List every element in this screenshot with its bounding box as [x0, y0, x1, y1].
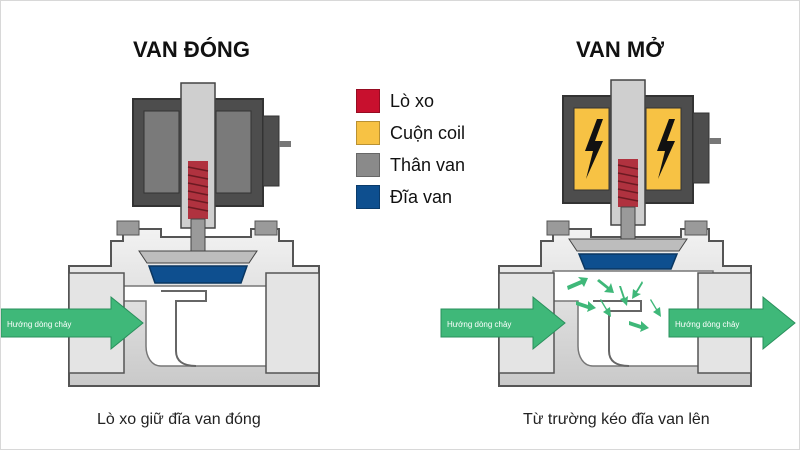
legend-label-spring: Lò xo — [390, 90, 435, 111]
open-valve-connector — [692, 112, 710, 184]
closed-valve-title: VAN ĐÓNG — [133, 37, 250, 62]
lightning-icon — [585, 119, 603, 179]
open-valve-inlet-flow-arrow: Hướng dòng chảy — [440, 295, 566, 351]
closed-valve-disc — [147, 265, 249, 284]
open-valve-title: VAN MỞ — [576, 37, 665, 62]
open-valve-internal-flow-arrows — [567, 277, 661, 332]
open-valve-caption: Từ trường kéo đĩa van lên — [523, 411, 710, 428]
closed-valve-connector — [262, 115, 280, 187]
open-valve-spring — [617, 159, 639, 207]
closed-valve: Hướng dòng chảy — [1, 82, 320, 387]
closed-valve-bolt-left — [116, 220, 140, 236]
open-valve-diaphragm — [568, 238, 688, 252]
closed-valve-flow-arrow: Hướng dòng chảy — [1, 295, 144, 351]
legend: Lò xo Cuộn coil Thân van Đĩa van — [356, 85, 465, 213]
legend-item-spring: Lò xo — [356, 85, 465, 117]
legend-label-disc: Đĩa van — [390, 186, 453, 207]
legend-item-coil: Cuộn coil — [356, 117, 465, 149]
open-valve: Hướng dòng chảy Hướng dòng chảy — [440, 79, 796, 387]
closed-valve-caption: Lò xo giữ đĩa van đóng — [97, 411, 261, 428]
legend-label-coil: Cuộn coil — [390, 122, 466, 143]
closed-valve-coil-left — [143, 110, 180, 194]
legend-swatch-body — [356, 153, 380, 177]
closed-valve-flow-label: Hướng dòng chảy — [7, 320, 71, 329]
closed-valve-bolt-right — [254, 220, 278, 236]
open-valve-outlet-flow-arrow: Hướng dòng chảy — [668, 295, 796, 351]
legend-swatch-spring — [356, 89, 380, 113]
closed-valve-diaphragm — [138, 250, 258, 264]
closed-valve-outlet-port — [265, 272, 320, 374]
open-valve-inlet-flow-label: Hướng dòng chảy — [447, 320, 511, 329]
closed-valve-connector-pin — [279, 141, 291, 147]
open-valve-bolt-right — [684, 220, 708, 236]
closed-valve-partition — [161, 290, 207, 367]
legend-swatch-disc — [356, 185, 380, 209]
open-valve-connector-pin — [709, 138, 721, 144]
legend-label-body: Thân van — [390, 154, 466, 175]
open-valve-bolt-left — [546, 220, 570, 236]
legend-item-disc: Đĩa van — [356, 181, 465, 213]
open-valve-chamber — [552, 270, 714, 367]
closed-valve-chamber — [122, 285, 282, 367]
lightning-icon — [657, 119, 675, 179]
closed-valve-spring — [187, 161, 209, 219]
open-valve-disc — [577, 253, 679, 270]
open-valve-outlet-flow-label: Hướng dòng chảy — [675, 320, 739, 329]
legend-item-body: Thân van — [356, 149, 465, 181]
legend-swatch-coil — [356, 121, 380, 145]
closed-valve-coil-right — [215, 110, 252, 194]
open-valve-partition — [593, 300, 642, 367]
